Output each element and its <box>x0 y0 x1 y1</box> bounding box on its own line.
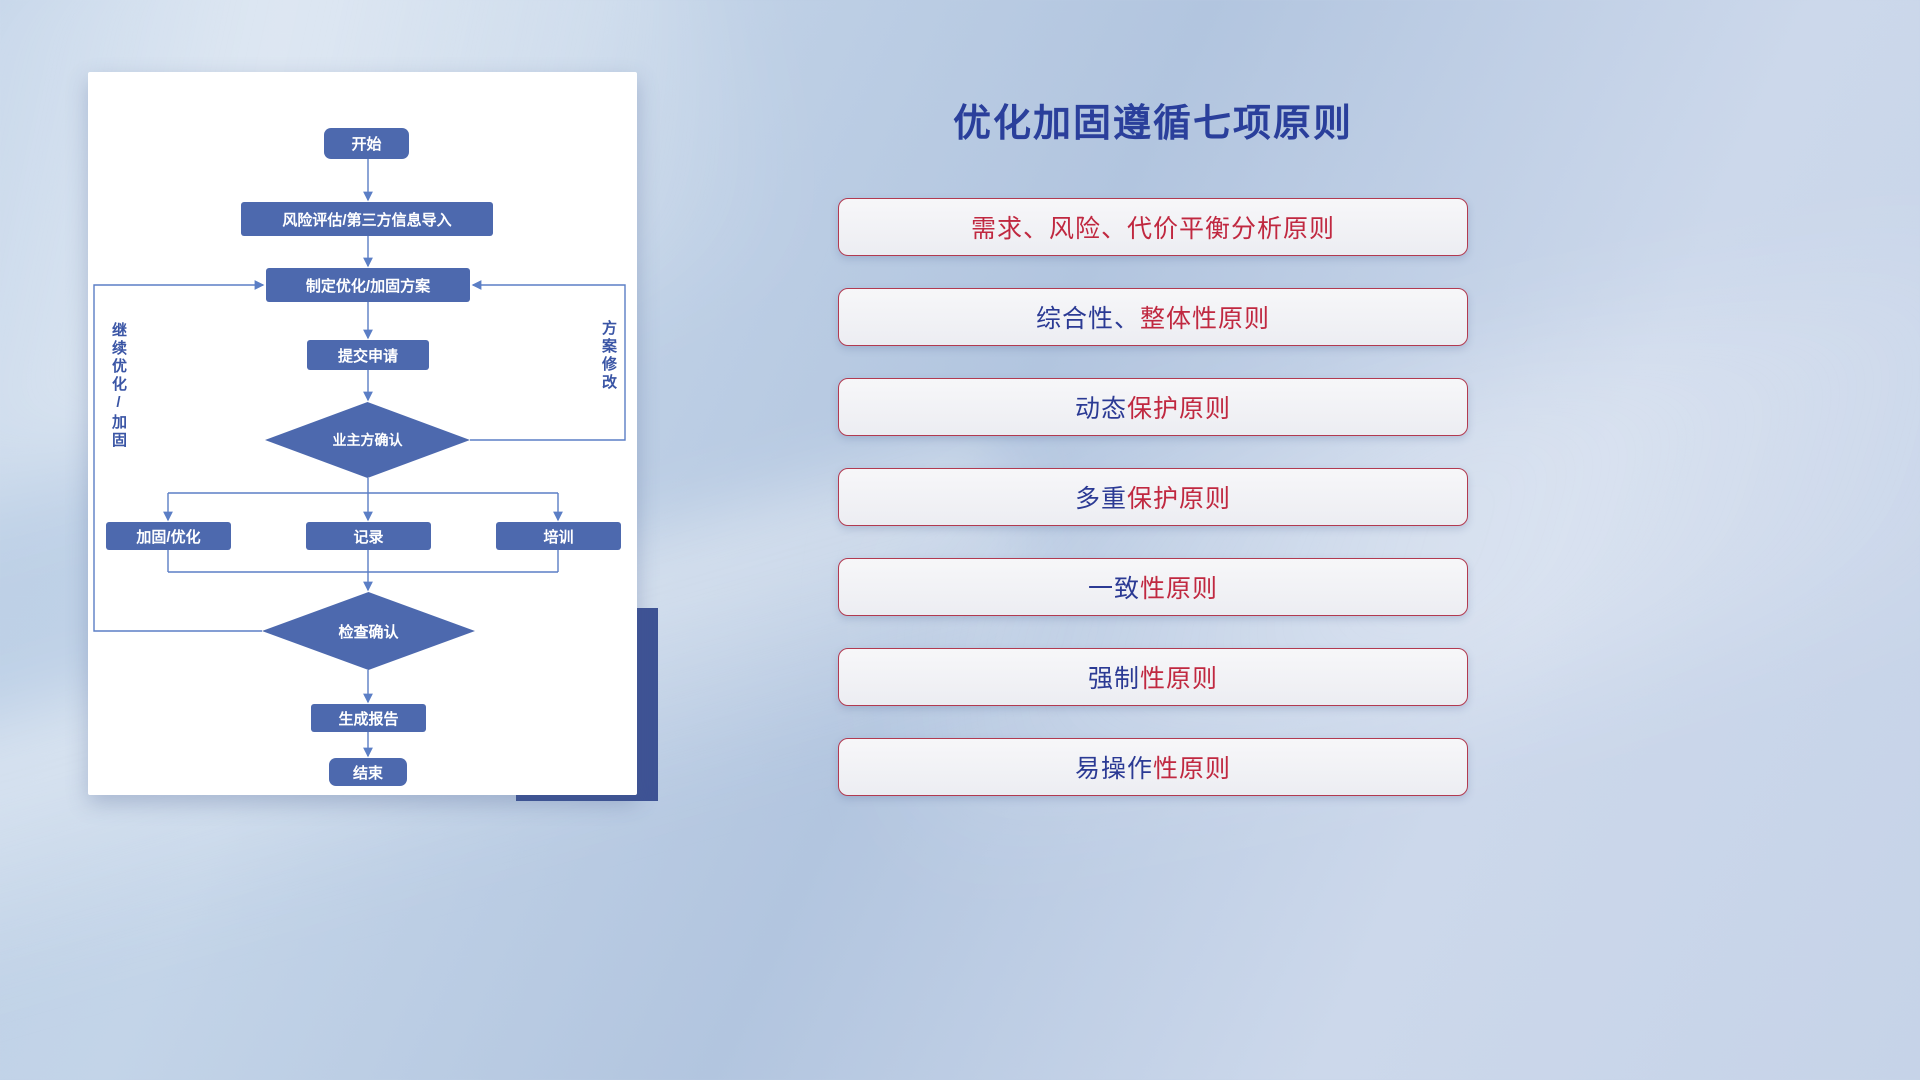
flow-label-plan-modify: 方案修改 <box>600 320 617 392</box>
principle-text-blue: 多重 <box>1074 485 1127 513</box>
principle-text-blue: 易操作 <box>1074 755 1153 783</box>
principle-item-6: 强制性原则 <box>838 648 1468 706</box>
flow-node-training: 培训 <box>496 522 621 550</box>
flow-node-risk-assessment: 风险评估/第三方信息导入 <box>241 202 493 236</box>
principle-text-red: 保护原则 <box>1127 485 1232 513</box>
principle-item-5: 一致性原则 <box>838 558 1468 616</box>
principle-text-red: 保护原则 <box>1127 395 1232 423</box>
principles-list: 需求、风险、代价平衡分析原则 综合性、整体性原则 动态保护原则 多重保护原则 一… <box>838 198 1468 796</box>
flow-node-reinforce-optimize: 加固/优化 <box>106 522 231 550</box>
principle-text-blue: 综合性、 <box>1035 305 1140 333</box>
flow-node-start: 开始 <box>324 128 409 159</box>
principle-text-red: 需求、风险、代价平衡分析原则 <box>970 215 1335 243</box>
principle-item-4: 多重保护原则 <box>838 468 1468 526</box>
flow-node-submit-request: 提交申请 <box>307 340 429 370</box>
flow-node-record: 记录 <box>306 522 431 550</box>
flowchart-card: 开始 风险评估/第三方信息导入 制定优化/加固方案 提交申请 业主方确认 加固/… <box>88 72 637 795</box>
principle-text-red: 整体性原则 <box>1140 305 1271 333</box>
flow-node-make-plan: 制定优化/加固方案 <box>266 268 470 302</box>
principle-text-blue: 一致 <box>1087 575 1140 603</box>
principle-text-red: 性原则 <box>1140 665 1219 693</box>
flow-node-end: 结束 <box>329 758 407 786</box>
principle-text-red: 性原则 <box>1153 755 1232 783</box>
flow-node-generate-report: 生成报告 <box>311 704 426 732</box>
principle-text-blue: 动态 <box>1074 395 1127 423</box>
principle-text-blue: 强制 <box>1087 665 1140 693</box>
principle-item-7: 易操作性原则 <box>838 738 1468 796</box>
principle-item-3: 动态保护原则 <box>838 378 1468 436</box>
flow-label-continue-optimize: 继续优化/加固 <box>110 322 127 450</box>
page-title: 优化加固遵循七项原则 <box>952 103 1353 145</box>
principle-item-2: 综合性、整体性原则 <box>838 288 1468 346</box>
principle-text-red: 性原则 <box>1140 575 1219 603</box>
principle-item-1: 需求、风险、代价平衡分析原则 <box>838 198 1468 256</box>
